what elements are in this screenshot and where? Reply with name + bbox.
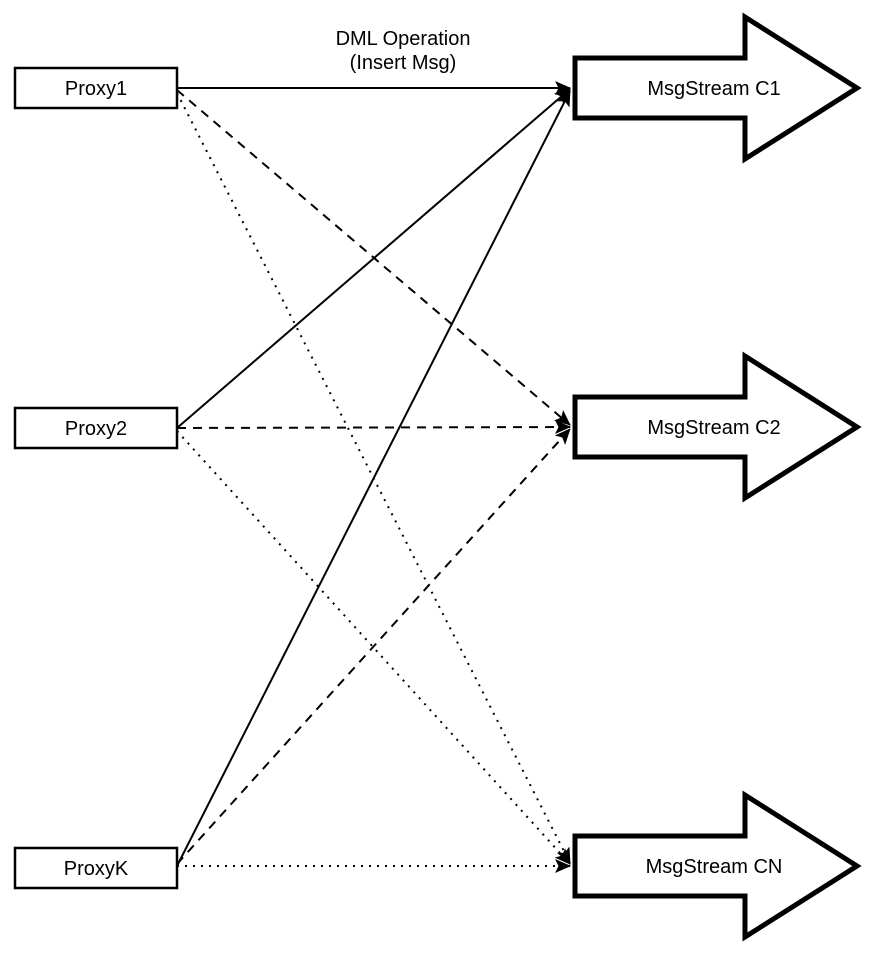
node-proxyk: ProxyK — [13, 846, 179, 890]
node-proxy1: Proxy1 — [13, 66, 179, 110]
stream-c2: MsgStream C2 — [572, 351, 862, 503]
proxyk-box — [13, 846, 179, 890]
edge-annotation-line1: DML Operation — [336, 28, 471, 50]
proxy1-label: Proxy1 — [65, 78, 127, 100]
proxyk-label: ProxyK — [64, 858, 129, 880]
edge-proxyk-to-c2-dashed — [176, 428, 571, 865]
edge-proxy1-to-c2-dashed — [176, 89, 571, 426]
edge-proxy1-to-cn-dotted — [176, 92, 571, 864]
proxy2-label: Proxy2 — [65, 418, 127, 440]
proxy1-box — [13, 66, 179, 110]
edge-proxy2-to-c2-dashed — [176, 420, 571, 435]
stream-c1: MsgStream C1 — [572, 12, 862, 164]
edge-proxy2-to-cn-dotted — [176, 430, 571, 865]
msgstream-cn-arrow-shape — [572, 790, 862, 942]
proxy2-box — [13, 406, 179, 450]
msgstream-cn-label: MsgStream CN — [646, 856, 783, 878]
stream-cn: MsgStream CN — [572, 790, 862, 942]
node-proxy2: Proxy2 — [13, 406, 179, 450]
msgstream-c1-label: MsgStream C1 — [647, 78, 780, 100]
connector-edges — [176, 81, 571, 873]
msgstream-c2-arrow-shape — [572, 351, 862, 503]
msgstream-c1-arrow-shape — [572, 12, 862, 164]
edge-annotation-line2: (Insert Msg) — [350, 52, 457, 74]
msgstream-c2-label: MsgStream C2 — [647, 417, 780, 439]
edge-annotation: DML Operation (Insert Msg) — [336, 28, 471, 74]
